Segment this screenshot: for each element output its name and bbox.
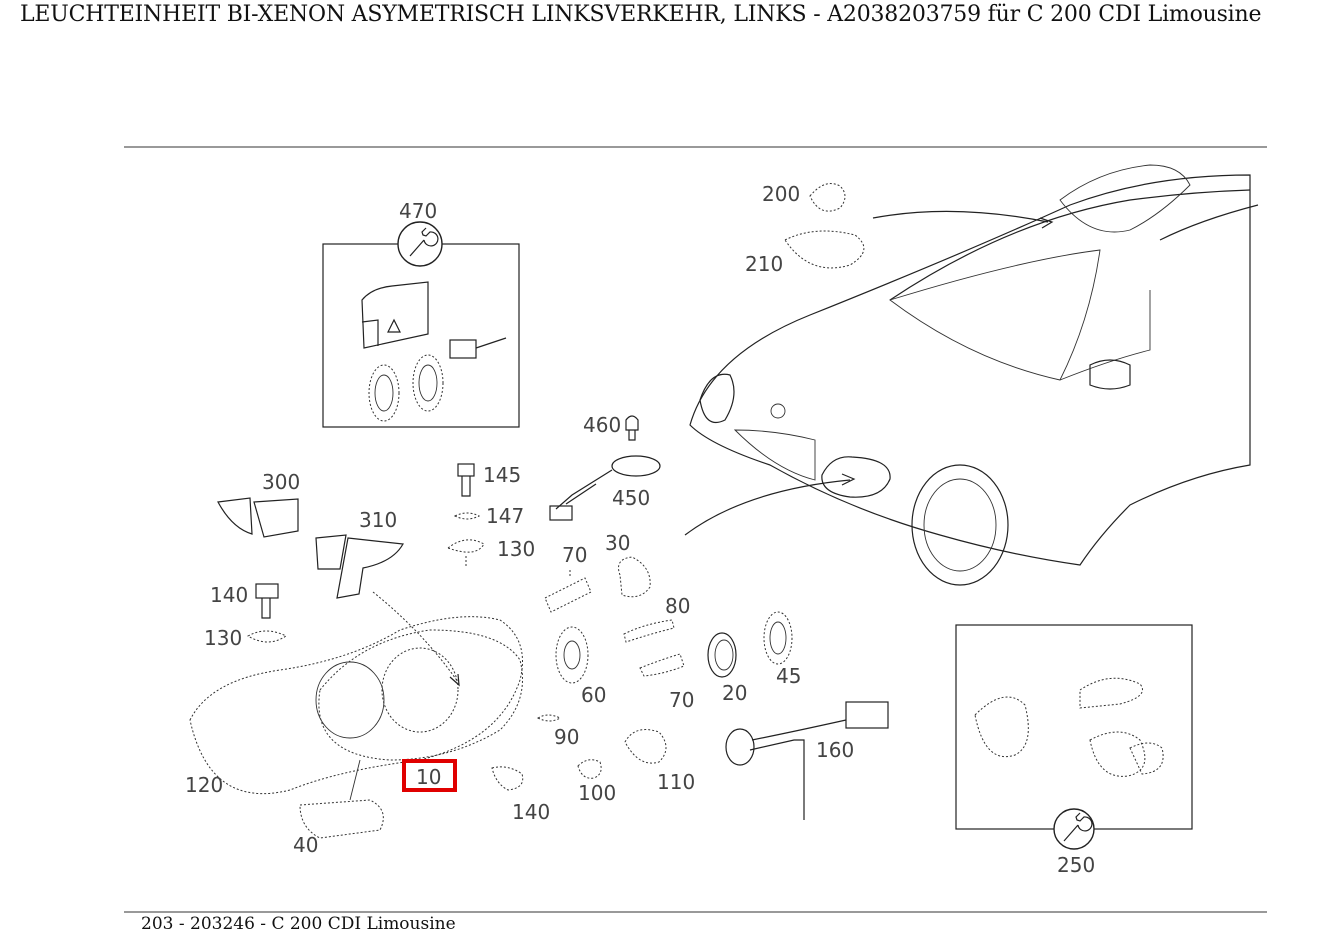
part-80 (623, 619, 675, 643)
headlamp-assembly (189, 616, 523, 839)
part-160 (725, 701, 889, 820)
highlight-box-10[interactable] (402, 759, 457, 792)
part-45 (763, 611, 793, 665)
label-20[interactable]: 20 (722, 681, 747, 705)
label-130-b[interactable]: 130 (204, 626, 242, 650)
label-145[interactable]: 145 (483, 463, 521, 487)
label-110[interactable]: 110 (657, 770, 695, 794)
part-300 (217, 497, 299, 538)
label-100[interactable]: 100 (578, 781, 616, 805)
label-30[interactable]: 30 (605, 531, 630, 555)
part-140-left (255, 583, 279, 619)
label-450[interactable]: 450 (612, 486, 650, 510)
label-310[interactable]: 310 (359, 508, 397, 532)
label-460[interactable]: 460 (583, 413, 621, 437)
label-80[interactable]: 80 (665, 594, 690, 618)
label-130-a[interactable]: 130 (497, 537, 535, 561)
part-147 (453, 512, 481, 520)
label-70-a[interactable]: 70 (562, 543, 587, 567)
label-300[interactable]: 300 (262, 470, 300, 494)
part-130-left (246, 630, 287, 643)
part-450 (549, 455, 661, 521)
part-20 (707, 632, 737, 678)
arrow-lamp (372, 591, 459, 683)
label-470[interactable]: 470 (399, 199, 437, 223)
label-140-b[interactable]: 140 (512, 800, 550, 824)
label-90[interactable]: 90 (554, 725, 579, 749)
label-70-b[interactable]: 70 (669, 688, 694, 712)
footer-vehicle-info: 203 - 203246 - C 200 CDI Limousine (141, 914, 456, 934)
part-130-top (446, 539, 485, 566)
part-140-right (491, 766, 524, 791)
label-147[interactable]: 147 (486, 504, 524, 528)
page-title: LEUCHTEINHEIT BI-XENON ASYMETRISCH LINKS… (20, 2, 1262, 27)
label-45[interactable]: 45 (776, 664, 801, 688)
part-30 (618, 556, 651, 598)
kit-box-250 (955, 624, 1193, 850)
car-illustration (689, 164, 1259, 586)
roof-parts (784, 183, 865, 269)
part-310 (315, 534, 404, 599)
label-140-a[interactable]: 140 (210, 583, 248, 607)
part-110 (624, 729, 667, 764)
label-160[interactable]: 160 (816, 738, 854, 762)
part-100 (577, 759, 602, 779)
part-460 (625, 415, 639, 441)
label-60[interactable]: 60 (581, 683, 606, 707)
label-10[interactable]: 10 (416, 765, 441, 789)
part-70-top (544, 570, 592, 613)
part-90 (536, 714, 562, 722)
part-60 (555, 626, 589, 684)
label-120[interactable]: 120 (185, 773, 223, 797)
kit-box-470 (322, 221, 520, 428)
label-250[interactable]: 250 (1057, 853, 1095, 877)
part-70-mid (639, 653, 685, 677)
arrow-headlight (684, 479, 851, 536)
part-145 (457, 463, 475, 497)
label-200[interactable]: 200 (762, 182, 800, 206)
label-210[interactable]: 210 (745, 252, 783, 276)
label-40[interactable]: 40 (293, 833, 318, 857)
arrow-roof (872, 210, 1049, 223)
